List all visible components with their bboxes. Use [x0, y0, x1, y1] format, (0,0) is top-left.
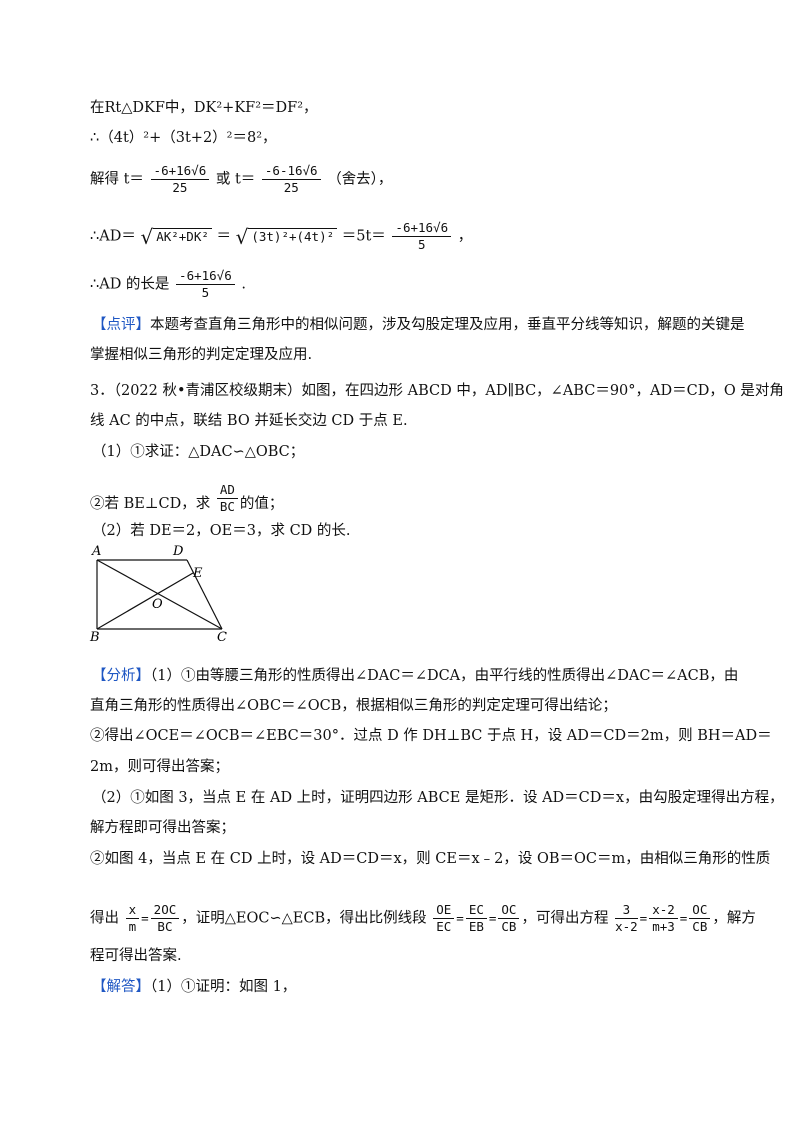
- text-line: ∴（4t）²+（3t+2）²＝8²，: [90, 130, 277, 146]
- denominator: BC: [219, 499, 235, 514]
- fraction: 2OC BC: [150, 902, 180, 935]
- label-a: A: [91, 544, 101, 559]
- geometry-figure: A D E O B C: [89, 544, 227, 642]
- text-fragment: ＝5t＝: [341, 228, 386, 245]
- label-d: D: [172, 544, 184, 559]
- radicand: AK²+DK²: [153, 227, 212, 244]
- text-fragment: 得出: [90, 910, 119, 927]
- numerator: OC: [692, 902, 708, 917]
- denominator: m+3: [652, 919, 675, 934]
- denominator: 25: [283, 180, 299, 195]
- question-line: ②若 BE⊥CD，求 AD BC 的值；: [90, 482, 740, 515]
- fraction: -6+16√6 25: [150, 163, 210, 196]
- equals-sign: =: [639, 910, 648, 926]
- text-line: ②如图 4，当点 E 在 CD 上时，设 AD＝CD＝x，则 CE＝x﹣2，设 …: [90, 851, 771, 867]
- numerator: 2OC: [153, 902, 177, 917]
- denominator: BC: [157, 919, 173, 934]
- equals-sign: =: [141, 910, 149, 926]
- denominator: 5: [201, 285, 210, 300]
- analysis-tag: 【分析】: [92, 668, 150, 684]
- numerator: OE: [436, 902, 452, 917]
- fraction: -6-16√6 25: [261, 163, 321, 196]
- solution-line: ∴AD 的长是 -6+16√6 5 .: [90, 268, 740, 301]
- comment-tag: 【点评】: [92, 317, 150, 333]
- text-fragment: 本题考查直角三角形中的相似问题，涉及勾股定理及应用，垂直平分线等知识，解题的关键…: [150, 317, 745, 333]
- numerator: EC: [468, 902, 484, 917]
- text-fragment: ，可得出方程: [521, 910, 609, 927]
- solution-line: ∴AD＝ √AK²+DK² ＝ √(3t)²+(4t)² ＝5t＝ -6+16√…: [90, 220, 740, 253]
- equals-sign: =: [679, 910, 688, 926]
- text-line: 2m，则可得出答案；: [90, 759, 229, 775]
- denominator: m: [128, 919, 137, 934]
- numerator: -6+16√6: [153, 163, 207, 178]
- denominator: x-2: [615, 919, 638, 934]
- analysis-line: 【分析】（1）①由等腰三角形的性质得出∠DAC＝∠DCA，由平行线的性质得出∠D…: [92, 666, 740, 686]
- label-e: E: [192, 566, 203, 581]
- text-line: 直角三角形的性质得出∠OBC＝∠OCB，根据相似三角形的判定定理可得出结论；: [90, 698, 617, 714]
- text-line: （2）①如图 3，当点 E 在 AD 上时，证明四边形 ABCE 是矩形．设 A…: [92, 790, 784, 806]
- question-line: （2）若 DE＝2，OE＝3，求 CD 的长.: [92, 523, 351, 539]
- question-line: 线 AC 的中点，联结 BO 并延长交边 CD 于点 E.: [90, 413, 408, 429]
- text-fragment: ，解方: [712, 910, 756, 927]
- numerator: -6+16√6: [395, 220, 449, 235]
- numerator: x: [128, 902, 137, 917]
- text-fragment: 解得 t＝: [90, 171, 144, 188]
- text-fragment: ②若 BE⊥CD，求: [90, 496, 211, 512]
- text-line: 解方程即可得出答案；: [90, 820, 235, 836]
- denominator: EB: [468, 919, 484, 934]
- fraction: -6+16√6 5: [392, 220, 452, 253]
- question-line: （1）①求证：△DAC∽△OBC；: [92, 444, 305, 460]
- fraction: OC CB: [689, 902, 711, 935]
- answer-tag: 【解答】: [92, 979, 150, 995]
- text-fragment: 的值；: [239, 496, 284, 512]
- equals-sign: =: [488, 910, 497, 926]
- text-fragment: ∴AD＝: [90, 228, 136, 245]
- denominator: 25: [172, 180, 188, 195]
- text-fragment: 或 t＝: [215, 171, 256, 188]
- label-c: C: [217, 630, 227, 642]
- text-line: ②得出∠OCE＝∠OCB＝∠EBC＝30°．过点 D 作 DH⊥BC 于点 H，…: [90, 728, 772, 744]
- equals-sign: =: [456, 910, 464, 926]
- question-line: 3．（2022 秋•青浦区校级期末）如图，在四边形 ABCD 中，AD∥BC，∠…: [90, 383, 784, 399]
- text-line: 掌握相似三角形的判定定理及应用.: [90, 347, 313, 363]
- comment-line: 【点评】本题考查直角三角形中的相似问题，涉及勾股定理及应用，垂直平分线等知识，解…: [92, 315, 745, 335]
- solution-line: 解得 t＝ -6+16√6 25 或 t＝ -6-16√6 25 （舍去），: [90, 163, 740, 196]
- text-fragment: ，: [457, 228, 473, 245]
- numerator: -6+16√6: [179, 268, 232, 283]
- text-fragment: .: [241, 276, 246, 293]
- numerator: x-2: [652, 902, 675, 917]
- denominator: CB: [692, 919, 708, 934]
- text-fragment: （1）①由等腰三角形的性质得出∠DAC＝∠DCA，由平行线的性质得出∠DAC＝∠…: [150, 668, 739, 684]
- fraction: OC CB: [498, 902, 520, 935]
- numerator: OC: [501, 902, 517, 917]
- denominator: EC: [436, 919, 452, 934]
- text-line: 程可得出答案.: [90, 948, 182, 964]
- text-line: 在Rt△DKF中，DK²+KF²＝DF²，: [90, 100, 318, 116]
- text-fragment: ∴AD 的长是: [90, 276, 170, 293]
- label-o: O: [152, 597, 163, 612]
- fraction: EC EB: [465, 902, 487, 935]
- square-root: √(3t)²+(4t)²: [236, 227, 338, 247]
- label-b: B: [89, 630, 100, 642]
- text-fragment: ，证明△EOC∽△ECB，得出比例线段: [181, 910, 427, 927]
- fraction: AD BC: [216, 482, 238, 515]
- answer-line: 【解答】（1）①证明：如图 1，: [92, 977, 740, 997]
- numerator: AD: [219, 482, 235, 497]
- text-fragment: （舍去），: [327, 171, 393, 188]
- denominator: CB: [501, 919, 517, 934]
- numerator: 3: [622, 902, 631, 917]
- text-fragment: ＝: [216, 228, 231, 245]
- denominator: 5: [418, 237, 426, 252]
- text-fragment: （1）①证明：如图 1，: [150, 979, 297, 995]
- square-root: √AK²+DK²: [140, 227, 212, 247]
- radicand: (3t)²+(4t)²: [248, 227, 338, 244]
- fraction: -6+16√6 5: [176, 268, 235, 301]
- numerator: -6-16√6: [264, 163, 318, 178]
- fraction: OE EC: [433, 902, 455, 935]
